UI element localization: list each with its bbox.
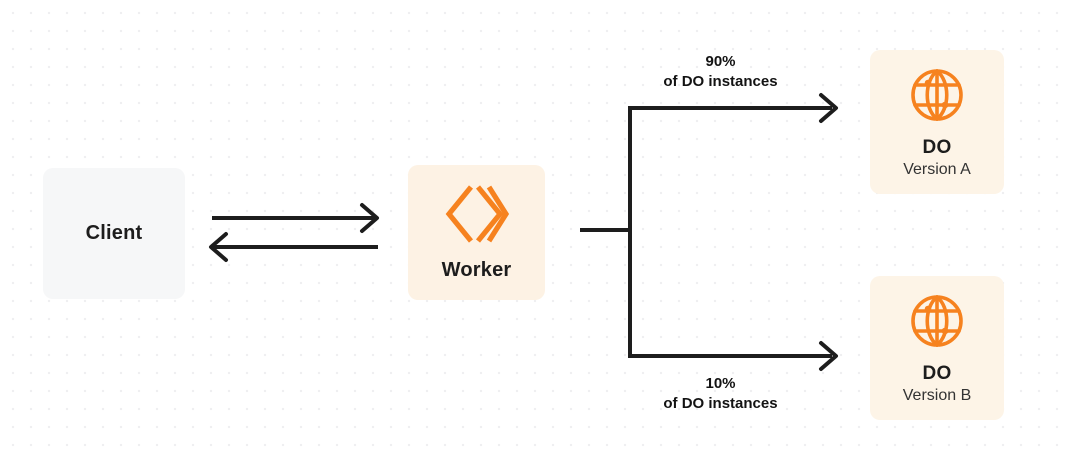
edge-label-bottom-description: of DO instances [663,394,778,412]
edge-branch-to-do-b [628,230,838,371]
edge-branch-to-do-a [628,93,838,230]
edge-label-top: 90% of DO instances [613,52,828,92]
edge-client-to-worker [212,203,379,233]
edge-label-bottom-percent: 10% [705,375,736,392]
cloudflare-workers-icon [444,183,510,245]
edge-worker-to-client [209,232,378,262]
node-do-b-title: DO [922,363,952,384]
edge-label-top-description: of DO instances [663,72,778,90]
node-do-a-title: DO [922,137,952,158]
node-worker: Worker [408,165,545,300]
node-do-version-a: DO Version A [870,50,1004,194]
node-do-a-subtitle: Version A [903,161,971,178]
node-do-version-b: DO Version B [870,276,1004,420]
globe-icon [907,65,967,125]
edge-label-bottom: 10% of DO instances [613,374,828,414]
node-client: Client [43,168,185,299]
node-client-label: Client [85,222,143,244]
globe-icon [907,291,967,351]
node-do-b-subtitle: Version B [902,387,972,404]
edge-label-top-percent: 90% [705,53,736,70]
node-worker-label: Worker [441,259,512,281]
